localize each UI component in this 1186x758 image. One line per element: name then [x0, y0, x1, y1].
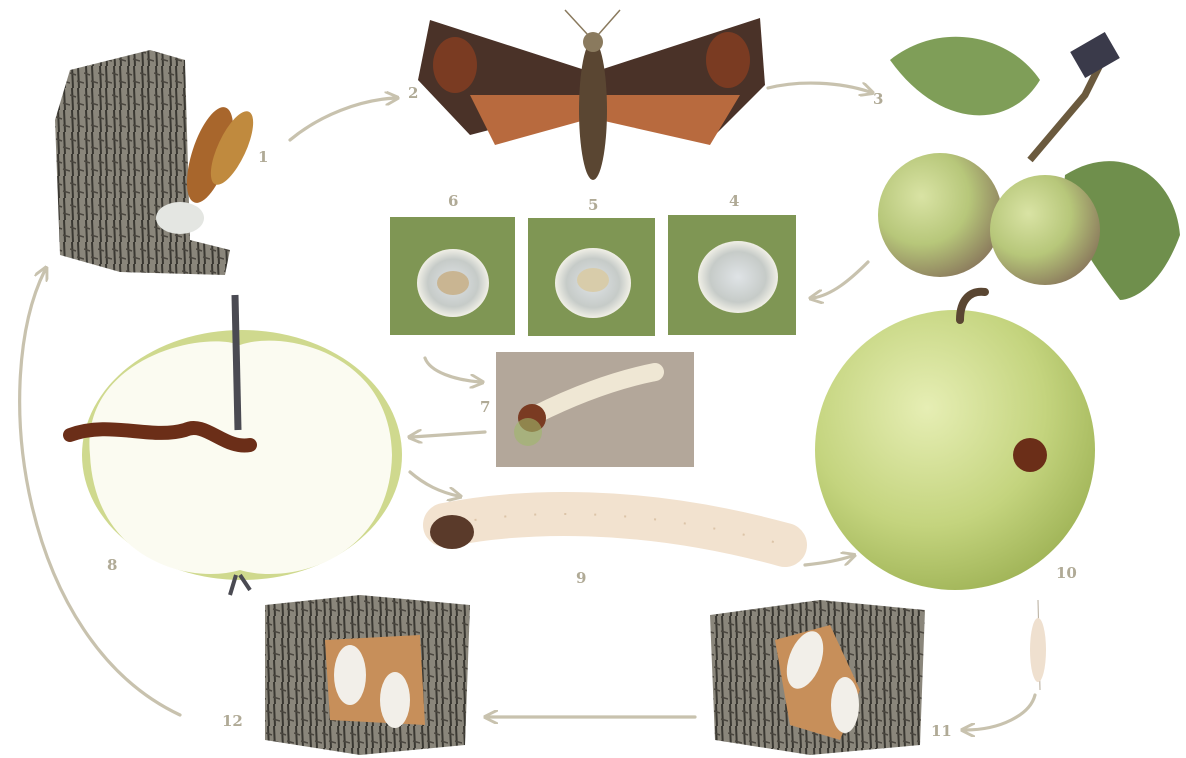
young-larva-icon — [496, 352, 694, 467]
cocoon-bark-icon — [265, 595, 470, 755]
stage-label-2: 2 — [408, 84, 418, 102]
stage-label-1: 1 — [258, 148, 268, 166]
stage-label-7: 7 — [480, 398, 490, 416]
stage-label-9: 9 — [576, 569, 586, 587]
stage-label-5: 5 — [588, 196, 598, 214]
moth-icon — [418, 10, 765, 180]
arrow-3-to-4 — [813, 262, 868, 298]
apple-branch-icon — [878, 32, 1180, 300]
stage-label-8: 8 — [107, 556, 117, 574]
egg-icon — [668, 215, 796, 335]
egg-icon — [390, 217, 515, 335]
stage-label-3: 3 — [873, 90, 883, 108]
stage-label-12: 12 — [222, 712, 243, 730]
arrow-9-to-10 — [805, 556, 852, 565]
arrow-6-to-7 — [425, 358, 480, 382]
arrow-8-to-9 — [410, 472, 458, 496]
egg-icon — [528, 218, 655, 336]
apple-cross-section-icon — [70, 295, 402, 595]
stage-label-11: 11 — [931, 722, 952, 740]
arrow-2-to-3 — [768, 83, 870, 92]
stage-label-4: 4 — [729, 192, 739, 210]
arrow-1-to-2 — [290, 98, 395, 140]
stage-label-6: 6 — [448, 192, 458, 210]
larva-icon — [430, 514, 785, 549]
arrow-10-to-11 — [965, 695, 1035, 730]
arrow-7-to-8 — [412, 432, 485, 437]
cocoon-bark-icon — [710, 600, 925, 755]
stage-label-10: 10 — [1056, 564, 1077, 582]
pupa-on-bark-icon — [55, 50, 262, 275]
